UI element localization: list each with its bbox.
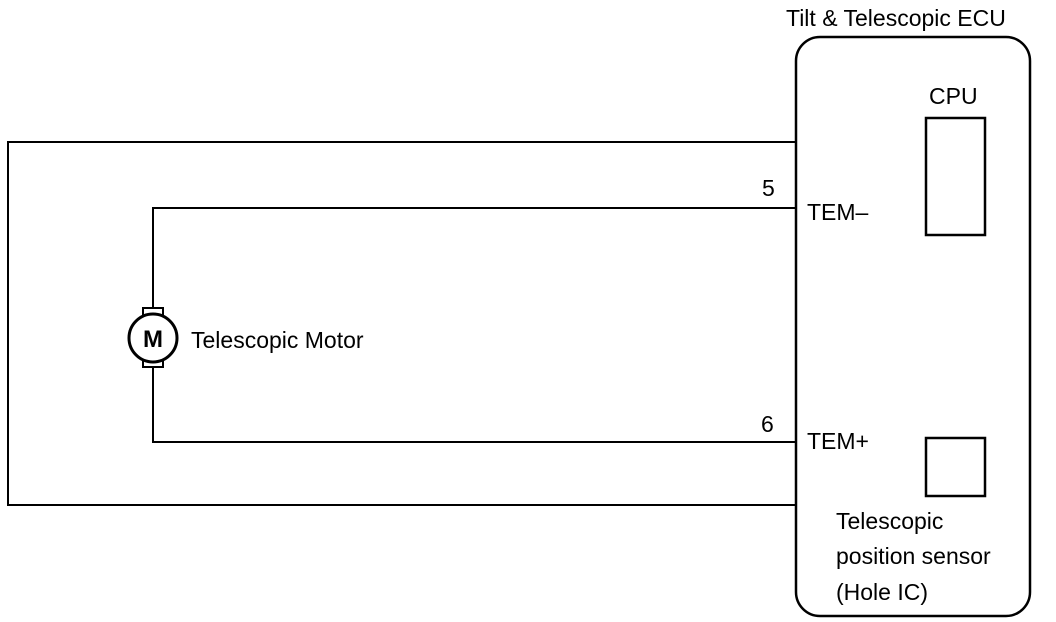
motor-symbol: M xyxy=(143,326,163,353)
ecu-title: Tilt & Telescopic ECU xyxy=(786,5,1006,31)
terminal-tem-plus-label: TEM+ xyxy=(807,428,869,454)
sensor-label-line-3: (Hole IC) xyxy=(836,579,928,605)
tem-plus-wire xyxy=(152,365,796,443)
terminal-5-pin: 5 xyxy=(762,175,775,201)
terminal-tem-minus-label: TEM– xyxy=(807,199,869,225)
sensor-label-line-2: position sensor xyxy=(836,543,991,569)
motor-label: Telescopic Motor xyxy=(191,327,364,353)
tem-minus-wire xyxy=(152,207,796,310)
sensor-label-line-1: Telescopic xyxy=(836,508,943,534)
terminal-6-pin: 6 xyxy=(761,411,774,437)
cpu-label: CPU xyxy=(929,83,978,109)
cpu-block xyxy=(924,116,987,237)
motor-icon: M xyxy=(127,307,179,368)
ecu-housing xyxy=(794,35,1032,618)
position-sensor-block xyxy=(924,436,987,498)
sensor-loop-wire xyxy=(7,141,796,506)
